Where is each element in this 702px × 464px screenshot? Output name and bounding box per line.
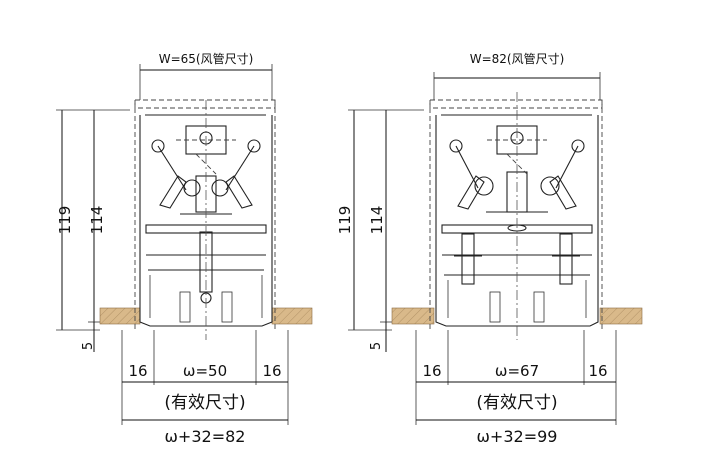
diffuser-housing xyxy=(429,99,603,330)
effective-width-label: ω=50 xyxy=(183,362,227,380)
total-height-label: 119 xyxy=(56,206,74,235)
vertical-dimensions: 119 114 5 xyxy=(336,109,424,352)
duct-width-label: W=82(风管尺寸) xyxy=(470,51,565,66)
total-height-label: 119 xyxy=(336,206,354,235)
damper-mechanism xyxy=(449,125,585,323)
left-margin-label: 16 xyxy=(128,362,147,380)
diffuser-housing xyxy=(134,99,276,330)
effective-size-note: (有效尺寸) xyxy=(164,393,245,413)
duct-width-label: W=65(风管尺寸) xyxy=(159,51,254,66)
floor-section xyxy=(391,307,643,325)
top-width-dimension: W=82(风管尺寸) xyxy=(433,51,601,100)
total-width-formula: ω+32=82 xyxy=(165,427,246,446)
left-margin-label: 16 xyxy=(422,362,441,380)
bottom-offset-label: 5 xyxy=(369,342,384,350)
top-width-dimension: W=65(风管尺寸) xyxy=(139,51,273,100)
inner-height-label: 114 xyxy=(88,206,106,235)
effective-width-label: ω=67 xyxy=(495,362,539,380)
inner-height-label: 114 xyxy=(368,206,386,235)
right-margin-label: 16 xyxy=(262,362,281,380)
vertical-dimensions: 119 114 5 xyxy=(56,109,130,352)
total-width-formula: ω+32=99 xyxy=(477,427,558,446)
diagram-right: W=82(风管尺寸) 119 114 5 xyxy=(336,51,643,446)
floor-section xyxy=(99,307,313,325)
bottom-offset-label: 5 xyxy=(81,342,96,350)
bottom-dimensions: 16 ω=67 16 (有效尺寸) ω+32=99 xyxy=(415,330,617,446)
bottom-dimensions: 16 ω=50 16 (有效尺寸) ω+32=82 xyxy=(121,330,289,446)
diagram-left: W=65(风管尺寸) 119 114 5 xyxy=(56,51,313,446)
effective-size-note: (有效尺寸) xyxy=(476,393,557,413)
right-margin-label: 16 xyxy=(588,362,607,380)
